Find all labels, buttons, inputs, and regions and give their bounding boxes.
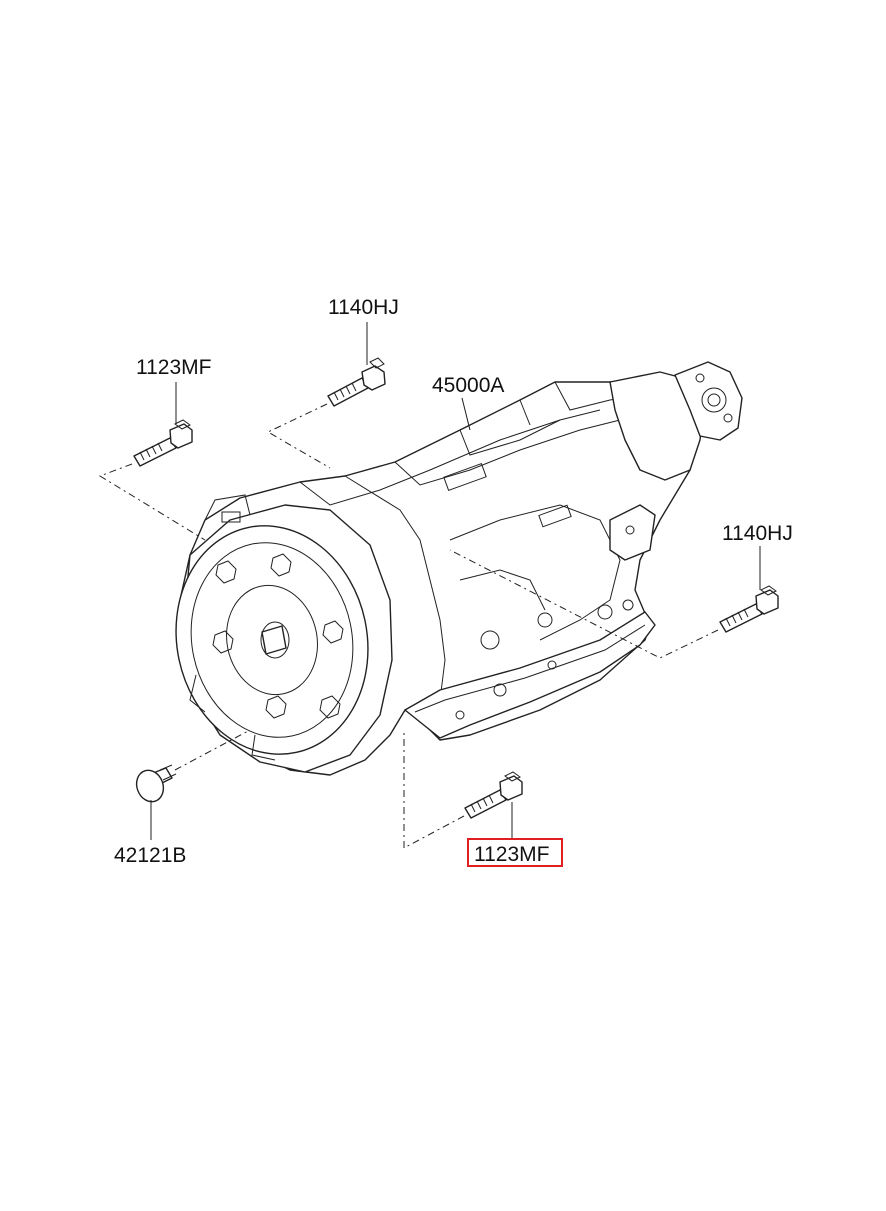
callout-1140hj-right[interactable]: 1140HJ bbox=[722, 522, 793, 545]
bolt-1140hj-right[interactable] bbox=[719, 585, 779, 633]
bolt-42121b[interactable] bbox=[132, 764, 177, 805]
mounting-lines bbox=[98, 403, 719, 849]
callout-45000a[interactable]: 45000A bbox=[432, 374, 504, 397]
bolt-1140hj-top[interactable] bbox=[327, 357, 386, 407]
callout-1123mf-bottom[interactable]: 1123MF bbox=[474, 843, 549, 866]
callout-42121b[interactable]: 42121B bbox=[114, 844, 186, 867]
highlight-box bbox=[467, 838, 563, 867]
bolt-1123mf-bottom[interactable] bbox=[464, 771, 523, 819]
callout-1140hj-top[interactable]: 1140HJ bbox=[328, 296, 399, 319]
bolt-1123mf-left[interactable] bbox=[133, 419, 193, 467]
leader-lines bbox=[150, 322, 761, 840]
transmission-assembly[interactable] bbox=[155, 361, 743, 776]
callout-1123mf-left[interactable]: 1123MF bbox=[136, 356, 211, 379]
